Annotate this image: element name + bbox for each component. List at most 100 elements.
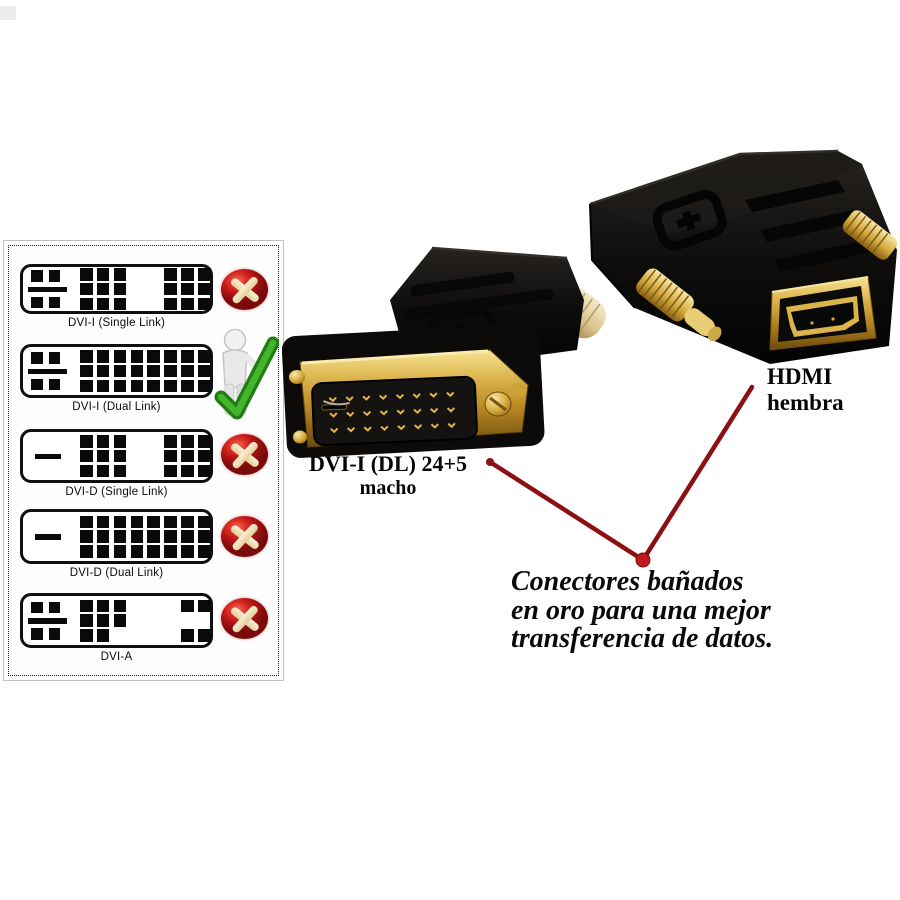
pin bbox=[96, 297, 110, 310]
pin bbox=[96, 282, 110, 296]
pin bbox=[198, 599, 211, 612]
pin bbox=[113, 364, 127, 378]
pin bbox=[164, 350, 177, 363]
pin bbox=[130, 364, 144, 378]
pin bbox=[96, 545, 110, 558]
pin bbox=[164, 268, 177, 281]
dvi-plug-label-line2: macho bbox=[359, 477, 417, 499]
pin bbox=[96, 435, 110, 448]
rejected-icon bbox=[221, 434, 268, 475]
pin bbox=[80, 545, 93, 558]
hdmi-female-port bbox=[769, 276, 877, 351]
pin bbox=[181, 530, 194, 543]
pin bbox=[181, 297, 194, 310]
pin bbox=[181, 449, 194, 463]
pin bbox=[113, 545, 127, 558]
pin bbox=[96, 530, 110, 543]
pin bbox=[80, 530, 93, 543]
connector-label-dvi-d-dual-link: DVI-D (Dual Link) bbox=[69, 567, 164, 579]
pin-square bbox=[48, 352, 60, 364]
pin bbox=[113, 599, 127, 612]
pin bbox=[80, 350, 93, 363]
pin bbox=[130, 515, 144, 528]
pin bbox=[113, 297, 127, 310]
pin bbox=[198, 530, 211, 543]
analog-cross-pins bbox=[28, 351, 68, 391]
note-line1: Conectores bañados bbox=[511, 566, 744, 597]
pin bbox=[198, 350, 211, 363]
connector-diagram-dvi-i-single-link bbox=[20, 264, 213, 314]
pin bbox=[181, 282, 194, 296]
pin bbox=[113, 268, 127, 281]
pin bbox=[113, 435, 127, 448]
pin-square bbox=[31, 352, 43, 364]
pin bbox=[164, 530, 177, 543]
pin bbox=[181, 629, 194, 642]
gold-pin-array bbox=[328, 391, 456, 434]
pin bbox=[198, 435, 211, 448]
pin bbox=[96, 464, 110, 477]
pin bbox=[181, 515, 194, 528]
pin bbox=[181, 364, 194, 378]
pin-square bbox=[31, 296, 43, 308]
pin bbox=[198, 379, 211, 392]
blade-bar bbox=[28, 368, 67, 374]
pin bbox=[181, 379, 194, 392]
pin bbox=[130, 545, 144, 558]
pin bbox=[113, 379, 127, 392]
rejected-icon bbox=[221, 269, 268, 310]
dvi-compatibility-panel: DVI-I (Single Link)DVI-I (Dual Link)DVI-… bbox=[3, 240, 284, 681]
pin bbox=[198, 629, 211, 642]
pin bbox=[181, 545, 194, 558]
embossed-logo bbox=[652, 189, 727, 251]
pin bbox=[147, 364, 160, 378]
pin bbox=[113, 614, 127, 627]
connector-diagram-dvi-d-single-link bbox=[20, 429, 213, 483]
pin bbox=[164, 435, 177, 448]
scan-artifact bbox=[0, 6, 16, 20]
connector-label-dvi-d-single-link: DVI-D (Single Link) bbox=[65, 486, 168, 498]
pin bbox=[80, 614, 93, 627]
pin bbox=[80, 629, 93, 642]
pin bbox=[113, 449, 127, 463]
hdmi-adapter-photo bbox=[589, 149, 898, 364]
pin bbox=[147, 530, 160, 543]
annotation-lines bbox=[486, 384, 755, 568]
pin bbox=[96, 379, 110, 392]
pin bbox=[80, 282, 93, 296]
pin bbox=[147, 515, 160, 528]
dvi-plug-label: DVI-I (DL) 24+5 macho bbox=[300, 451, 476, 501]
pin bbox=[164, 545, 177, 558]
dvi-adapter-photo bbox=[282, 246, 606, 458]
blade-bar bbox=[28, 286, 67, 292]
hdmi-port-label-line2: hembra bbox=[767, 390, 844, 415]
pin-grid bbox=[80, 515, 211, 558]
pin bbox=[147, 350, 160, 363]
pin bbox=[198, 364, 211, 378]
pin bbox=[96, 599, 110, 612]
pin bbox=[96, 364, 110, 378]
connector-diagram-dvi-a bbox=[20, 593, 213, 648]
pin bbox=[113, 515, 127, 528]
pin bbox=[198, 297, 211, 310]
blade-bar bbox=[35, 453, 61, 459]
pin bbox=[181, 268, 194, 281]
pin bbox=[96, 614, 110, 627]
flat-blade-pin bbox=[28, 517, 68, 557]
pin bbox=[164, 364, 177, 378]
connector-diagram-dvi-d-dual-link bbox=[20, 509, 213, 564]
pin-square bbox=[48, 296, 60, 308]
pin bbox=[181, 350, 194, 363]
pin bbox=[113, 282, 127, 296]
pin bbox=[164, 379, 177, 392]
analog-cross-pins bbox=[28, 601, 68, 641]
pin bbox=[80, 364, 93, 378]
pin bbox=[80, 435, 93, 448]
pin bbox=[96, 268, 110, 281]
pin bbox=[164, 515, 177, 528]
pin bbox=[80, 515, 93, 528]
hdmi-port-label: HDMI hembra bbox=[767, 364, 877, 416]
pin bbox=[80, 449, 93, 463]
pin-square bbox=[31, 628, 43, 640]
pin bbox=[198, 449, 211, 463]
